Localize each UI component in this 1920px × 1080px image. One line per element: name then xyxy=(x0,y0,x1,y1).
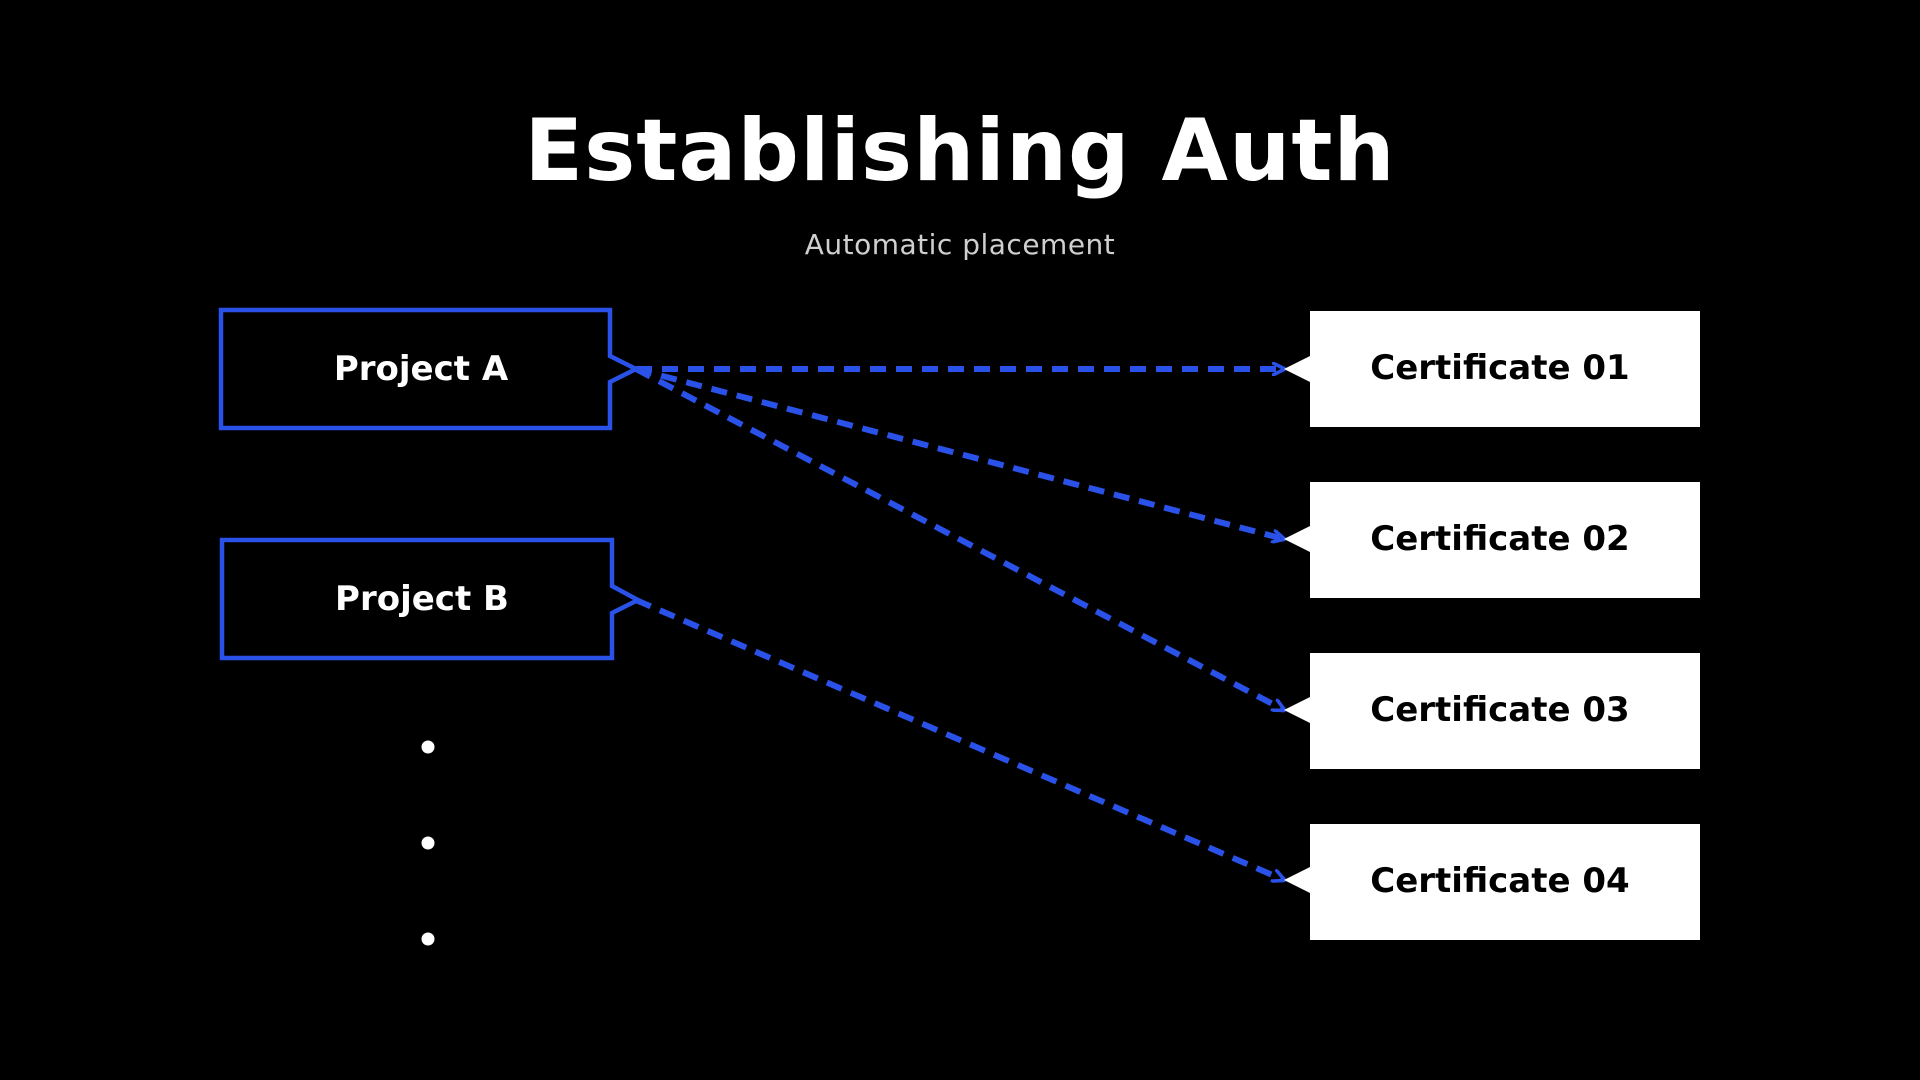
certificate-01-label: Certificate 01 xyxy=(1370,348,1629,388)
ellipsis-dot xyxy=(421,932,435,946)
project-box-a[interactable]: Project A xyxy=(218,307,642,431)
certificate-04-label: Certificate 04 xyxy=(1370,861,1629,901)
project-b-label: Project B xyxy=(335,579,509,619)
certificate-box-02[interactable]: Certificate 02 xyxy=(1284,482,1700,598)
ellipsis-dot xyxy=(421,836,435,850)
connector-project-a-certificate-02 xyxy=(635,366,1284,539)
certificate-02-label: Certificate 02 xyxy=(1370,519,1629,559)
page-subtitle: Automatic placement xyxy=(804,228,1116,261)
connections-group xyxy=(634,366,1284,880)
project-a-label: Project A xyxy=(334,349,509,389)
page-title: Establishing Auth xyxy=(524,101,1396,201)
certificate-box-03[interactable]: Certificate 03 xyxy=(1284,653,1700,769)
more-items-ellipsis xyxy=(421,740,435,946)
certificate-box-01[interactable]: Certificate 01 xyxy=(1284,311,1700,427)
project-box-b[interactable]: Project B xyxy=(219,537,643,661)
connector-project-b-certificate-04 xyxy=(634,597,1284,880)
ellipsis-dot xyxy=(421,740,435,754)
certificate-03-label: Certificate 03 xyxy=(1370,690,1629,730)
connector-project-a-certificate-03 xyxy=(634,366,1284,713)
certificate-box-04[interactable]: Certificate 04 xyxy=(1284,824,1700,940)
